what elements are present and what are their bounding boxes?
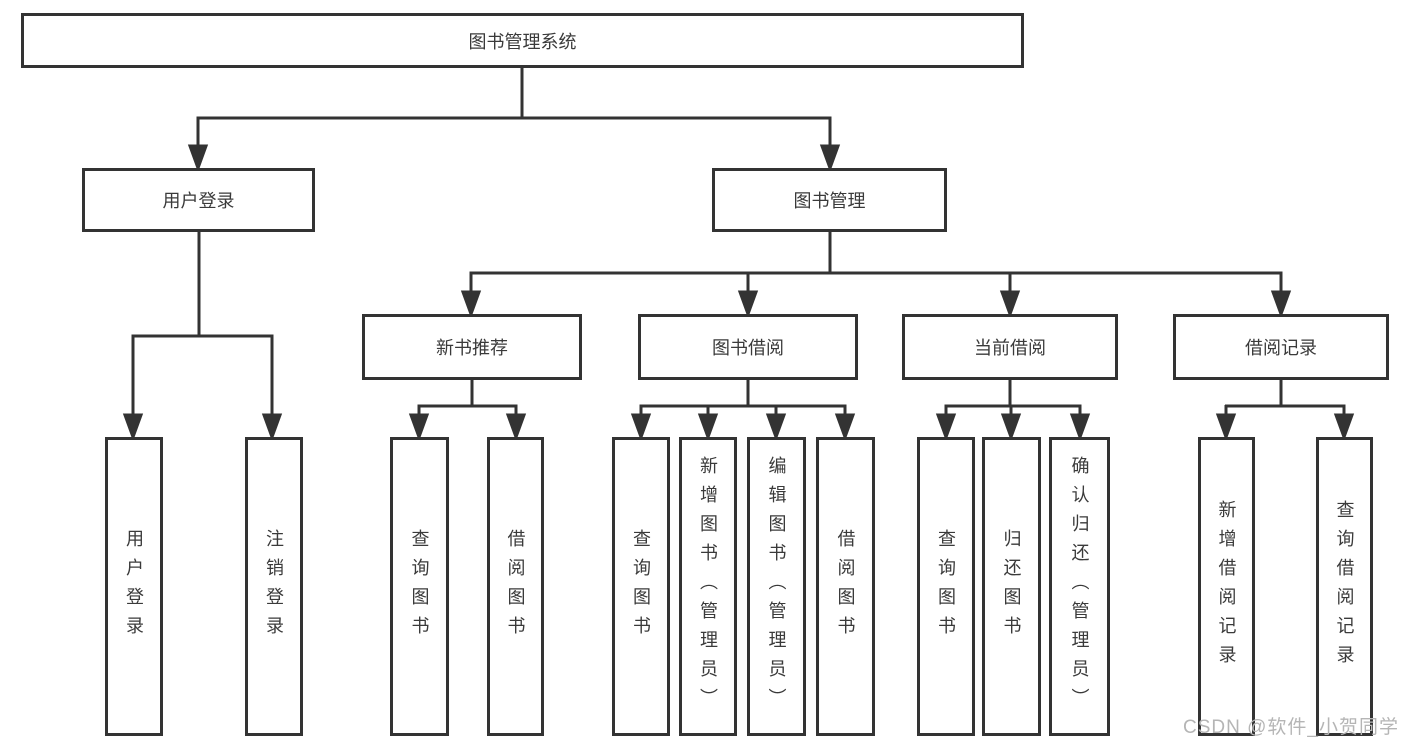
node-label: 图书管理系统 <box>468 31 577 52</box>
leaf-query-books-2: 查询图书 <box>612 437 670 736</box>
leaf-query-books-1: 查询图书 <box>390 437 449 736</box>
node-label: 注销登录 <box>264 528 284 645</box>
leaf-add-borrow-record: 新增借阅记录 <box>1198 437 1255 736</box>
node-label: 借阅图书 <box>505 528 526 645</box>
leaf-edit-books-admin: 编辑图书（管理员） <box>747 437 806 736</box>
connector-user-login-split <box>122 232 283 442</box>
node-label: 借阅记录 <box>1245 338 1317 358</box>
node-user-login: 用户登录 <box>82 168 315 232</box>
node-book-borrowing: 图书借阅 <box>638 314 858 380</box>
leaf-user-login: 用户登录 <box>105 437 163 736</box>
leaf-query-books-3: 查询图书 <box>917 437 975 736</box>
node-label: 借阅图书 <box>835 528 856 645</box>
node-book-management: 图书管理 <box>712 168 947 232</box>
leaf-return-books: 归还图书 <box>982 437 1041 736</box>
node-label: 查询图书 <box>936 528 956 645</box>
leaf-confirm-return-admin: 确认归还（管理员） <box>1049 437 1110 736</box>
node-label: 当前借阅 <box>974 338 1046 358</box>
connector-borrow-records-split <box>1215 380 1355 442</box>
leaf-query-borrow-record: 查询借阅记录 <box>1316 437 1373 736</box>
connector-current-borrowing-split <box>935 380 1091 442</box>
node-label: 新增图书（管理员） <box>698 456 718 717</box>
leaf-logout: 注销登录 <box>245 437 303 736</box>
node-label: 归还图书 <box>1001 528 1022 645</box>
node-borrowing-records: 借阅记录 <box>1173 314 1389 380</box>
connector-book-management-split <box>460 232 1292 319</box>
node-new-book-recommendation: 新书推荐 <box>362 314 582 380</box>
node-label: 查询图书 <box>409 528 430 645</box>
node-label: 查询图书 <box>631 528 651 645</box>
connector-new-book-split <box>408 380 527 442</box>
csdn-watermark: CSDN @软件_小贺同学 <box>1183 717 1399 738</box>
leaf-borrow-books-1: 借阅图书 <box>487 437 544 736</box>
node-label: 用户登录 <box>162 191 235 211</box>
node-label: 图书借阅 <box>712 338 784 358</box>
node-label: 用户登录 <box>124 528 144 645</box>
node-library-management-system: 图书管理系统 <box>21 13 1024 68</box>
connector-root-split <box>187 68 841 173</box>
node-label: 新书推荐 <box>436 338 508 358</box>
leaf-add-books-admin: 新增图书（管理员） <box>679 437 737 736</box>
node-current-borrowing: 当前借阅 <box>902 314 1118 380</box>
connector-book-borrowing-split <box>630 380 856 442</box>
node-label: 图书管理 <box>793 191 866 211</box>
leaf-borrow-books-2: 借阅图书 <box>816 437 875 736</box>
node-label: 查询借阅记录 <box>1334 499 1355 674</box>
node-label: 确认归还（管理员） <box>1069 456 1090 717</box>
node-label: 新增借阅记录 <box>1216 499 1237 674</box>
node-label: 编辑图书（管理员） <box>766 456 787 717</box>
